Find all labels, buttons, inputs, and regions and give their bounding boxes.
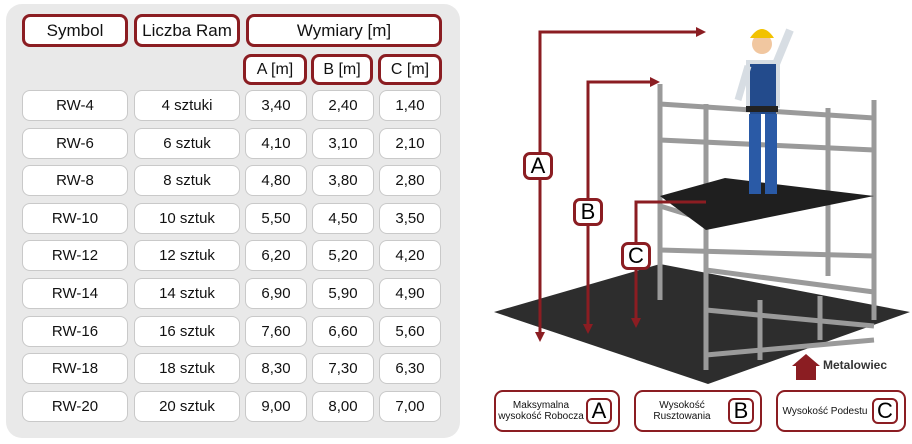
table-cell-symbol: RW-4 <box>22 90 128 121</box>
legend-b-letter: B <box>728 398 754 424</box>
dimension-tag-b: B <box>573 198 603 226</box>
table-cell-a: 6,20 <box>245 240 307 272</box>
dimension-lines <box>538 30 706 334</box>
table-cell-b: 3,80 <box>312 165 374 197</box>
scaffold-platform <box>660 178 874 230</box>
worker-figure <box>734 28 794 194</box>
table-cell-symbol: RW-16 <box>22 315 128 347</box>
table-cell-frames: 6 sztuk <box>134 127 240 159</box>
table-cell-b: 5,90 <box>312 278 374 309</box>
header-c: C [m] <box>378 54 442 85</box>
table-cell-c: 2,10 <box>379 127 441 159</box>
scaffold-diagram <box>494 27 910 384</box>
table-cell-c: 5,60 <box>379 315 441 347</box>
table-cell-frames: 10 sztuk <box>134 202 240 234</box>
table-cell-b: 8,00 <box>312 390 374 422</box>
table-cell-frames: 18 sztuk <box>134 353 240 385</box>
table-cell-a: 5,50 <box>245 202 307 234</box>
table-cell-symbol: RW-14 <box>22 278 128 309</box>
table-cell-symbol: RW-8 <box>22 165 128 197</box>
legend-c-letter: C <box>872 398 898 424</box>
header-symbol: Symbol <box>22 14 128 47</box>
table-cell-b: 5,20 <box>312 240 374 272</box>
table-cell-a: 4,80 <box>245 165 307 197</box>
legend-c-text: Wysokość Podestu <box>782 405 868 417</box>
table-cell-b: 2,40 <box>312 90 374 121</box>
table-cell-a: 3,40 <box>245 90 307 121</box>
dimension-tag-a: A <box>523 152 553 180</box>
table-cell-frames: 14 sztuk <box>134 278 240 309</box>
table-cell-c: 7,00 <box>379 390 441 422</box>
table-cell-frames: 4 sztuki <box>134 90 240 121</box>
table-cell-frames: 12 sztuk <box>134 240 240 272</box>
table-cell-symbol: RW-10 <box>22 202 128 234</box>
table-cell-symbol: RW-18 <box>22 353 128 385</box>
table-cell-frames: 20 sztuk <box>134 390 240 422</box>
legend-b-text: Wysokość Rusztowania <box>653 400 711 422</box>
ground-surface <box>494 264 910 384</box>
legend-a: Maksymalna wysokość Robocza A <box>494 390 620 432</box>
table-cell-frames: 8 sztuk <box>134 165 240 197</box>
table-cell-a: 6,90 <box>245 278 307 309</box>
header-dimensions: Wymiary [m] <box>246 14 442 47</box>
legend-c: Wysokość Podestu C <box>776 390 906 432</box>
table-cell-c: 4,20 <box>379 240 441 272</box>
logo-name: Metalowiec <box>823 358 888 372</box>
table-cell-a: 8,30 <box>245 353 307 385</box>
legend-a-letter: A <box>586 398 612 424</box>
table-cell-symbol: RW-6 <box>22 127 128 159</box>
table-cell-c: 6,30 <box>379 353 441 385</box>
table-cell-b: 4,50 <box>312 202 374 234</box>
table-cell-a: 4,10 <box>245 127 307 159</box>
table-cell-c: 1,40 <box>379 90 441 121</box>
table-cell-symbol: RW-12 <box>22 240 128 272</box>
header-b: B [m] <box>311 54 373 85</box>
table-cell-a: 9,00 <box>245 390 307 422</box>
table-cell-b: 7,30 <box>312 353 374 385</box>
table-cell-a: 7,60 <box>245 315 307 347</box>
table-cell-b: 3,10 <box>312 127 374 159</box>
house-logo-icon <box>792 354 820 380</box>
header-a: A [m] <box>243 54 307 85</box>
table-cell-b: 6,60 <box>312 315 374 347</box>
legend-a-text: Maksymalna wysokość Robocza <box>498 400 584 422</box>
table-cell-c: 4,90 <box>379 278 441 309</box>
table-cell-frames: 16 sztuk <box>134 315 240 347</box>
header-frames: Liczba Ram <box>134 14 240 47</box>
table-cell-c: 2,80 <box>379 165 441 197</box>
table-cell-symbol: RW-20 <box>22 390 128 422</box>
dimension-tag-c: C <box>621 242 651 270</box>
table-cell-c: 3,50 <box>379 202 441 234</box>
legend-b: Wysokość Rusztowania B <box>634 390 762 432</box>
